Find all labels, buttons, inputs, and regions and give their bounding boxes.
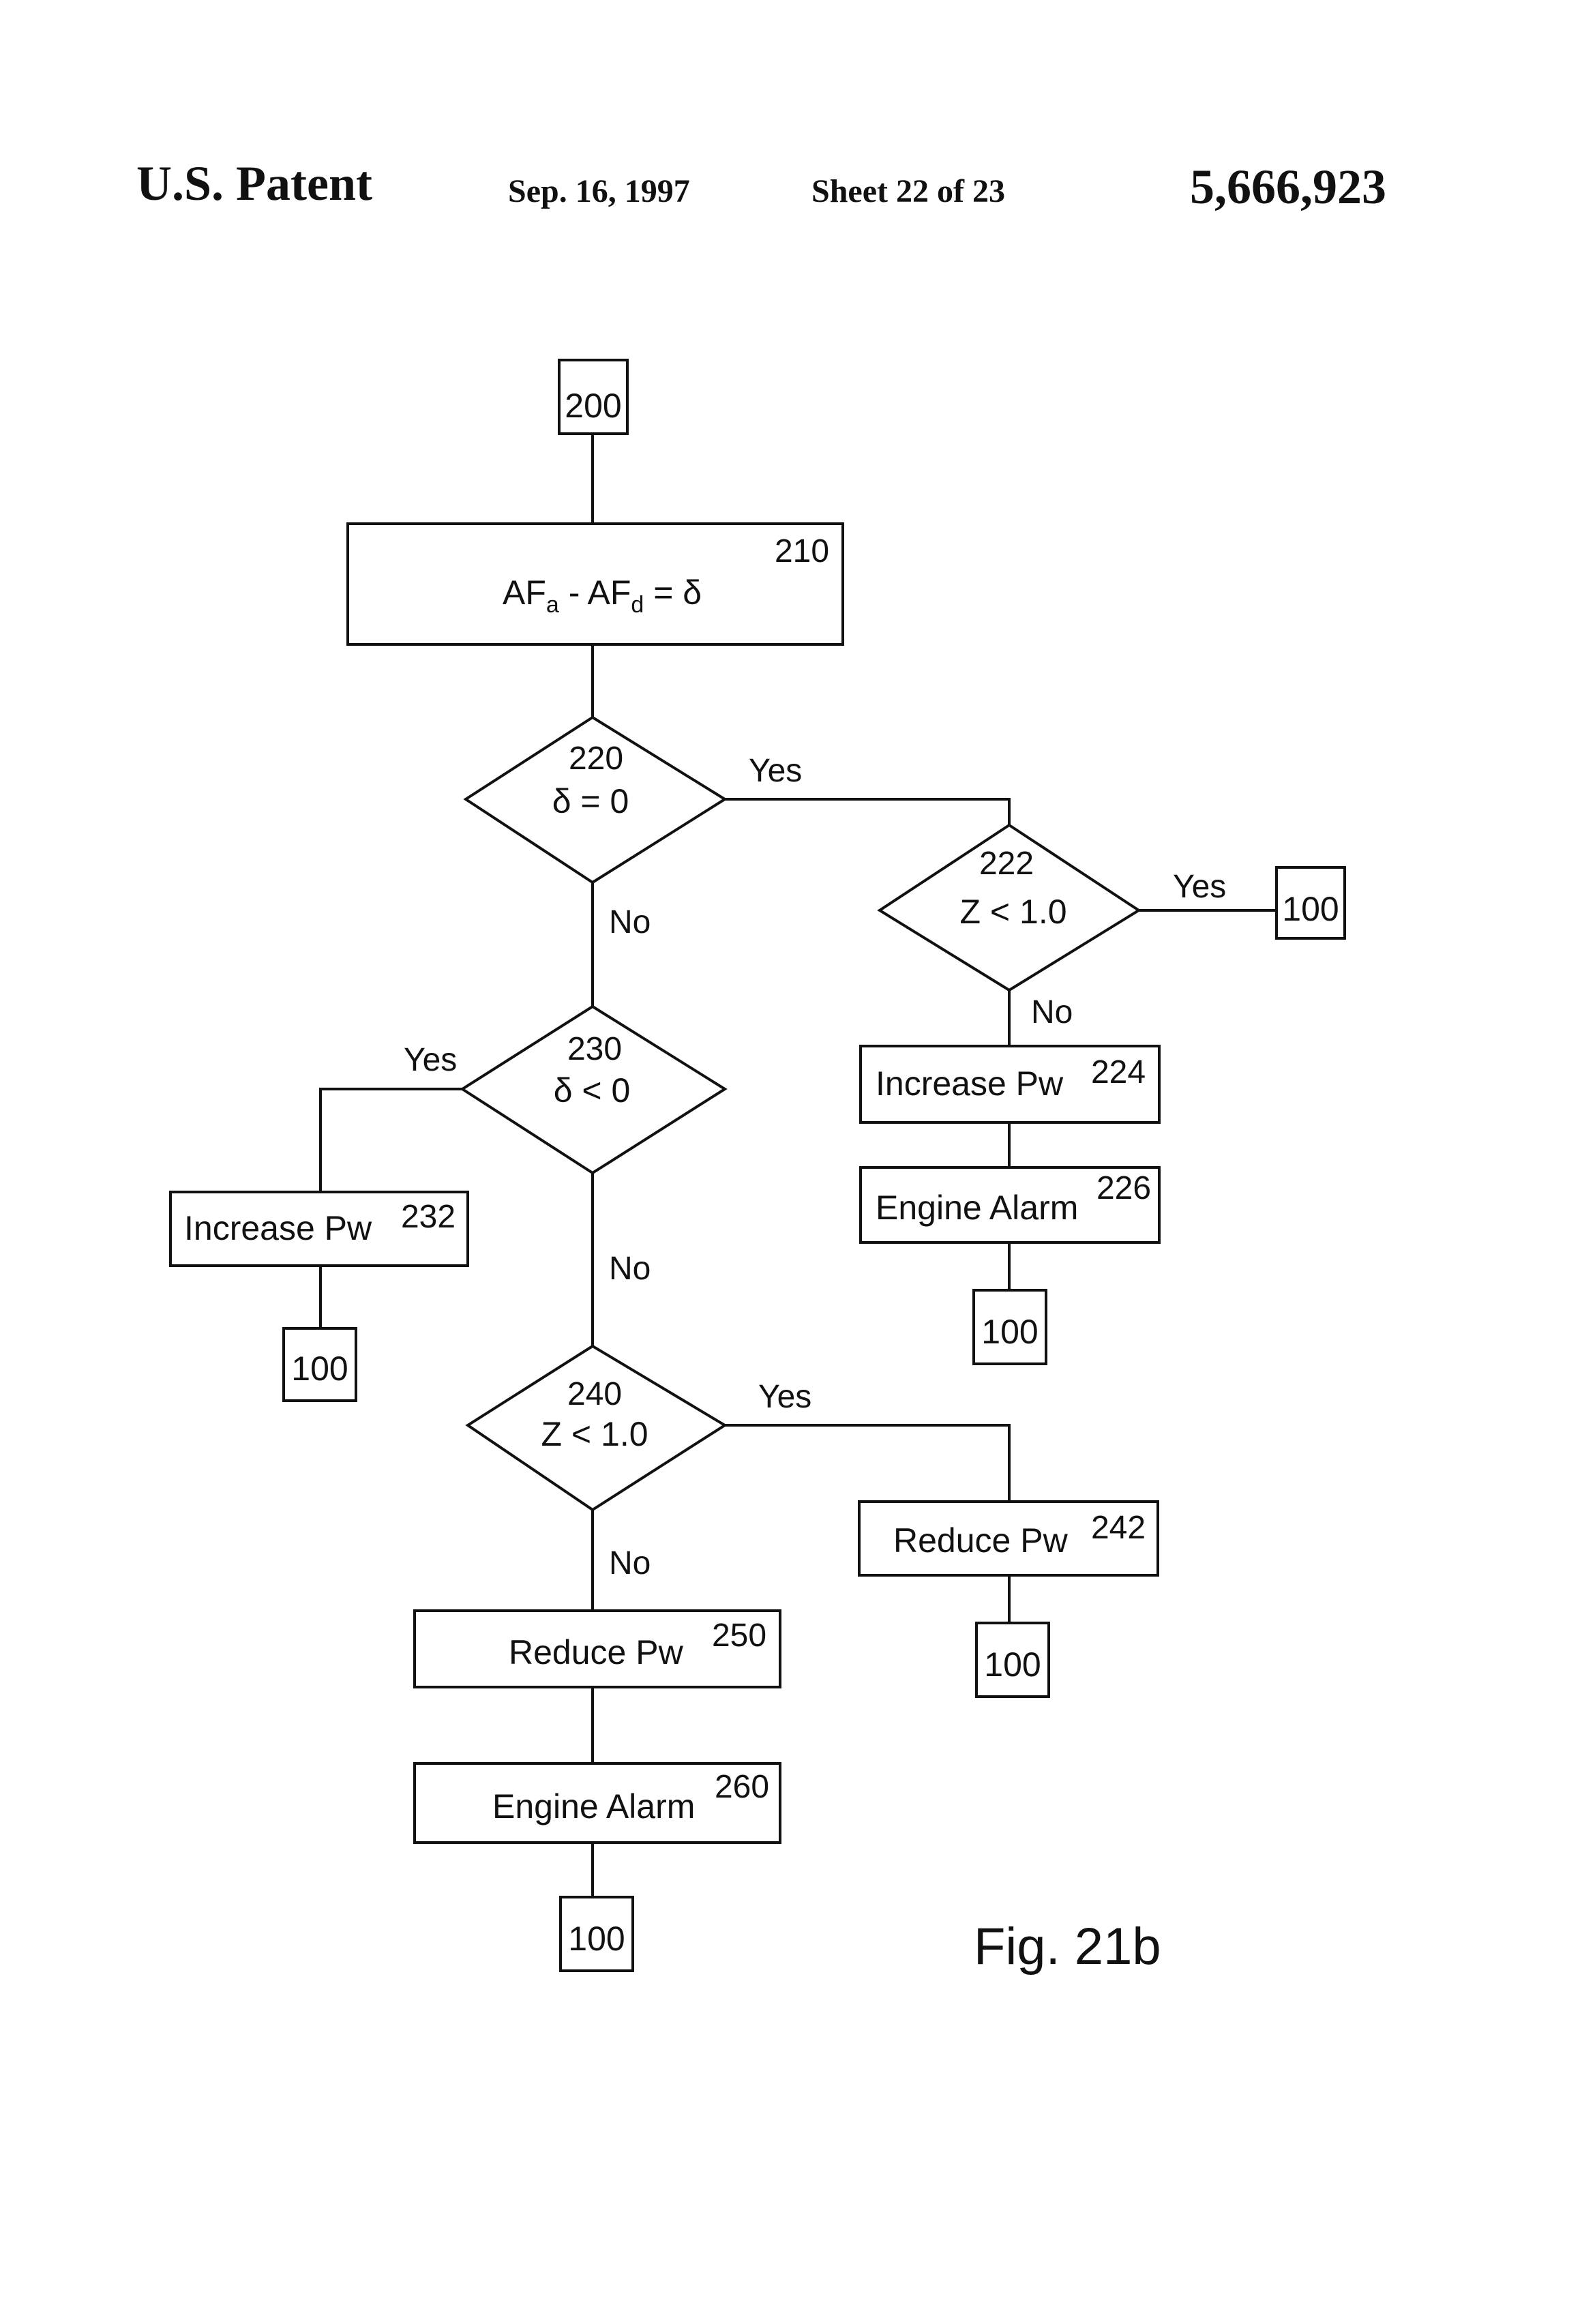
d240-yes-label: Yes bbox=[758, 1379, 811, 1415]
node-100-226-ref: 100 bbox=[981, 1313, 1038, 1351]
edge-240-242-yes bbox=[725, 1425, 1009, 1502]
decision-240-condition: Z < 1.0 bbox=[541, 1415, 648, 1453]
step-210-equation: AFa - AFd = δ bbox=[503, 573, 702, 618]
node-100-232: 100 bbox=[284, 1328, 356, 1401]
step-226-text: Engine Alarm bbox=[876, 1189, 1078, 1227]
d230-yes-label: Yes bbox=[404, 1042, 457, 1078]
d220-yes-label: Yes bbox=[749, 753, 802, 789]
decision-222: 222 Z < 1.0 bbox=[880, 825, 1139, 990]
node-200-ref: 200 bbox=[565, 387, 621, 425]
d240-no-label: No bbox=[609, 1545, 651, 1581]
node-100-222-yes: 100 bbox=[1277, 867, 1345, 938]
step-232-text: Increase Pw bbox=[184, 1209, 372, 1247]
decision-230: 230 δ < 0 bbox=[462, 1007, 725, 1173]
step-232-ref: 232 bbox=[401, 1199, 456, 1235]
step-210-ref: 210 bbox=[775, 533, 829, 569]
step-226: Engine Alarm 226 bbox=[861, 1167, 1159, 1242]
node-100-226: 100 bbox=[974, 1290, 1046, 1364]
step-226-ref: 226 bbox=[1096, 1170, 1151, 1206]
d230-no-label: No bbox=[609, 1251, 651, 1287]
step-224: Increase Pw 224 bbox=[861, 1046, 1159, 1122]
edge-230-232-yes bbox=[320, 1089, 462, 1192]
decision-230-condition: δ < 0 bbox=[554, 1071, 631, 1109]
node-200: 200 bbox=[559, 360, 627, 434]
d222-yes-label: Yes bbox=[1173, 869, 1226, 905]
decision-230-ref: 230 bbox=[567, 1031, 622, 1067]
step-250: Reduce Pw 250 bbox=[415, 1611, 780, 1687]
decision-220: 220 δ = 0 bbox=[466, 717, 725, 882]
step-232: Increase Pw 232 bbox=[170, 1192, 468, 1266]
decision-240: 240 Z < 1.0 bbox=[468, 1346, 725, 1510]
step-260-text: Engine Alarm bbox=[492, 1787, 695, 1826]
d222-no-label: No bbox=[1031, 994, 1073, 1030]
decision-220-condition: δ = 0 bbox=[552, 782, 629, 820]
d220-no-label: No bbox=[609, 904, 651, 940]
step-250-text: Reduce Pw bbox=[509, 1633, 684, 1671]
decision-240-ref: 240 bbox=[567, 1376, 622, 1412]
step-224-ref: 224 bbox=[1091, 1054, 1146, 1090]
edge-220-222-yes bbox=[725, 799, 1009, 825]
step-260-ref: 260 bbox=[715, 1769, 769, 1805]
decision-220-ref: 220 bbox=[569, 741, 623, 777]
step-224-text: Increase Pw bbox=[876, 1064, 1064, 1103]
node-100-242-ref: 100 bbox=[984, 1645, 1041, 1684]
step-210: 210 AFa - AFd = δ bbox=[348, 524, 843, 644]
decision-222-ref: 222 bbox=[979, 846, 1034, 882]
node-100-260: 100 bbox=[561, 1897, 633, 1971]
node-100-242: 100 bbox=[976, 1623, 1049, 1697]
step-242: Reduce Pw 242 bbox=[859, 1502, 1158, 1575]
node-100-260-ref: 100 bbox=[568, 1920, 625, 1958]
decision-222-condition: Z < 1.0 bbox=[959, 893, 1066, 931]
step-250-ref: 250 bbox=[712, 1618, 766, 1654]
step-242-ref: 242 bbox=[1091, 1510, 1146, 1546]
node-100-222-yes-ref: 100 bbox=[1282, 890, 1339, 928]
node-100-232-ref: 100 bbox=[291, 1350, 348, 1388]
step-242-text: Reduce Pw bbox=[893, 1521, 1069, 1560]
figure-label: Fig. 21b bbox=[974, 1918, 1161, 1976]
step-260: Engine Alarm 260 bbox=[415, 1763, 780, 1843]
